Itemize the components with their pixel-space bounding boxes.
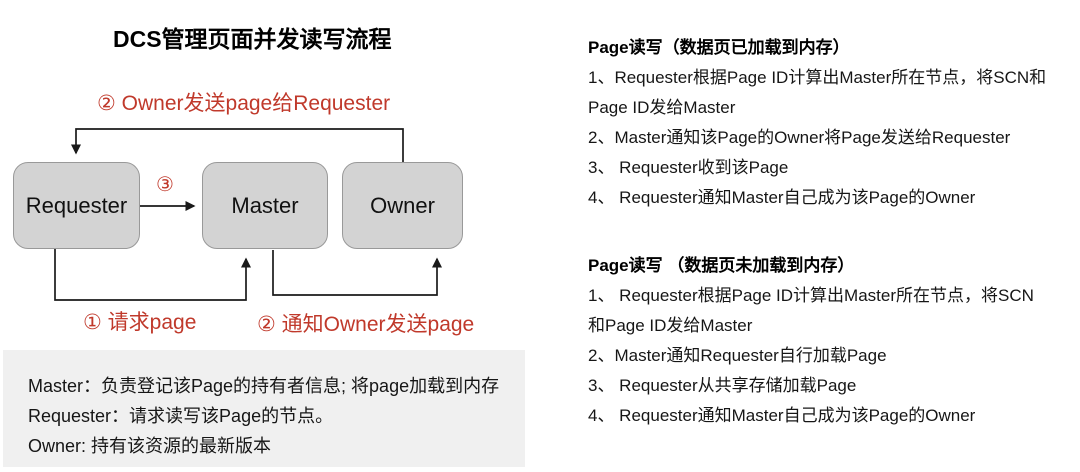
notes-line: Page ID发给Master	[588, 98, 736, 117]
legend-panel: Master：负责登记该Page的持有者信息; 将page加载到内存 Reque…	[3, 350, 525, 467]
node-owner: Owner	[342, 162, 463, 249]
legend-line-master: Master：负责登记该Page的持有者信息; 将page加载到内存	[28, 376, 500, 396]
notes-column: Page读写（数据页已加载到内存） 1、Requester根据Page ID计算…	[588, 33, 1076, 431]
legend-line-owner: Owner: 持有该资源的最新版本	[28, 436, 272, 456]
notes-line: 2、Master通知该Page的Owner将Page发送给Requester	[588, 128, 1011, 147]
notes-block-loaded-heading: Page读写（数据页已加载到内存）	[588, 38, 850, 57]
notes-block-loaded: Page读写（数据页已加载到内存） 1、Requester根据Page ID计算…	[588, 33, 1076, 213]
notes-line: 和Page ID发给Master	[588, 316, 753, 335]
legend-line-requester: Requester：请求读写该Page的节点。	[28, 406, 334, 426]
node-owner-label: Owner	[370, 192, 435, 218]
notes-line: 1、 Requester根据Page ID计算出Master所在节点，将SCN	[588, 286, 1034, 305]
notes-block-not-loaded: Page读写 （数据页未加载到内存） 1、 Requester根据Page ID…	[588, 251, 1076, 431]
notes-line: 2、Master通知Requester自行加载Page	[588, 346, 887, 365]
edge-label-notify-owner: ② 通知Owner发送page	[257, 313, 475, 336]
edge-owner-to-requester	[71, 128, 404, 162]
notes-line: 3、 Requester收到该Page	[588, 158, 789, 177]
edge-master-to-owner-bottom	[272, 250, 442, 296]
edge-label-step3: ③	[156, 174, 174, 196]
edge-label-owner-sends-page: ② Owner发送page给Requester	[97, 92, 391, 115]
edge-label-request-page: ① 请求page	[83, 311, 197, 334]
notes-line: 4、 Requester通知Master自己成为该Page的Owner	[588, 188, 976, 207]
notes-block-not-loaded-heading: Page读写 （数据页未加载到内存）	[588, 256, 855, 275]
notes-line: 4、 Requester通知Master自己成为该Page的Owner	[588, 406, 976, 425]
node-requester-label: Requester	[25, 192, 128, 218]
notes-line: 1、Requester根据Page ID计算出Master所在节点，将SCN和	[588, 68, 1047, 87]
node-master: Master	[202, 162, 328, 249]
notes-line: 3、 Requester从共享存储加载Page	[588, 376, 857, 395]
node-requester: Requester	[13, 162, 140, 249]
edge-requester-to-master-bottom	[54, 249, 251, 301]
node-master-label: Master	[231, 192, 299, 218]
page-title: DCS管理页面并发读写流程	[113, 26, 392, 52]
